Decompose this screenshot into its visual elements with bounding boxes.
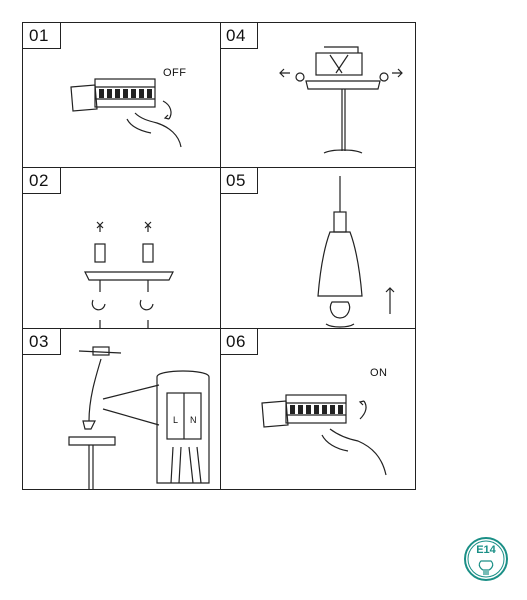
step-01-panel: 01 OFF [23, 23, 220, 167]
step-05-panel: 05 [220, 168, 415, 328]
grid-divider-vertical [220, 23, 221, 489]
bulb-icon [464, 537, 508, 581]
step-number: 03 [23, 329, 61, 355]
step-number: 01 [23, 23, 61, 49]
step-number: 06 [220, 329, 258, 355]
step-number: 04 [220, 23, 258, 49]
step-number: 02 [23, 168, 61, 194]
step-06-panel: 06 ON [220, 329, 415, 489]
step-03-panel: 03 L N [23, 329, 220, 489]
breaker-on-illustration [261, 394, 387, 476]
step-02-panel: 02 [23, 168, 220, 328]
wiring-connection-illustration [68, 346, 210, 489]
grid-divider-row-1 [23, 167, 415, 168]
instruction-grid: 01 OFF 04 [22, 22, 416, 490]
socket-type-label: E14 [476, 544, 496, 556]
on-label: ON [370, 367, 388, 379]
step-04-panel: 04 [220, 23, 415, 167]
off-label: OFF [163, 67, 187, 79]
bracket-install-illustration [84, 221, 174, 328]
terminal-label-n: N [190, 415, 197, 425]
terminal-label-l: L [173, 415, 179, 425]
e14-badge: E14 [463, 536, 509, 582]
breaker-off-illustration [70, 78, 182, 148]
canopy-mount-illustration [279, 46, 403, 154]
step-number: 05 [220, 168, 258, 194]
lamp-bulb-illustration [317, 176, 395, 328]
grid-divider-row-2 [23, 328, 415, 329]
